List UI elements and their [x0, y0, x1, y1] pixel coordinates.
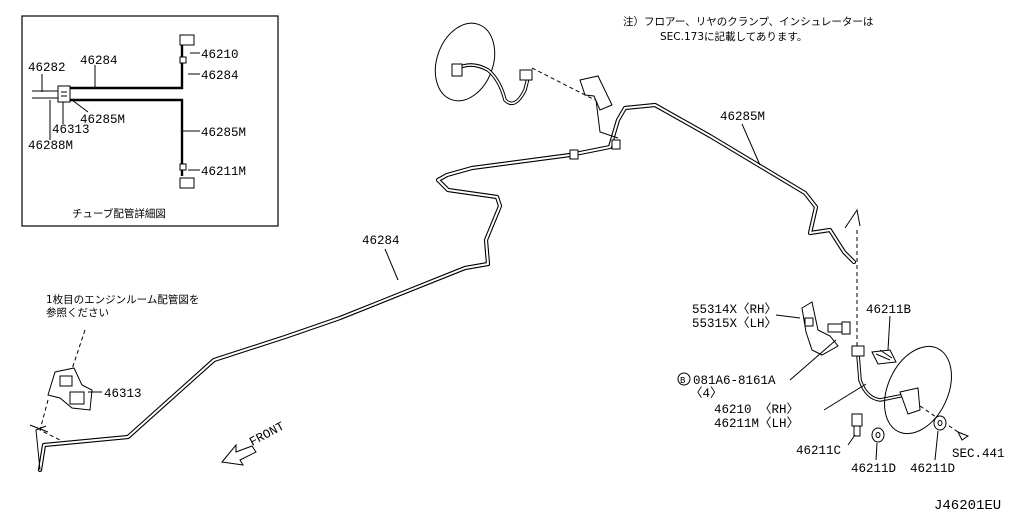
label-46211d-a: 46211D	[851, 462, 896, 476]
main-brake-tube	[29, 102, 861, 473]
rear-brake-assembly	[775, 301, 970, 461]
label-46211b: 46211B	[866, 303, 912, 317]
bolt-081a6	[827, 323, 843, 333]
label-sec441: SEC.441	[952, 447, 1005, 461]
connector-46313	[39, 329, 102, 441]
washer-46211d-b	[933, 415, 947, 431]
inset-hose-end-top	[179, 34, 195, 46]
front-direction-arrow: FRONT	[221, 419, 287, 466]
inset-label-46313: 46313	[52, 123, 90, 137]
inset-connector-46313	[57, 85, 71, 103]
bolt-mark-circle	[677, 372, 691, 386]
label-front: FRONT	[247, 419, 287, 449]
arrow-icon	[221, 443, 257, 466]
inset-label-46284-b: 46284	[201, 69, 239, 83]
inset-label-46288m: 46288M	[28, 139, 73, 153]
inset-leaders	[41, 52, 200, 171]
label-46211d-b: 46211D	[910, 462, 955, 476]
label-46211m: 46211M〈LH〉	[714, 416, 799, 431]
tube-clamps	[569, 139, 621, 160]
inset-label-46285m-b: 46285M	[201, 126, 246, 140]
front-hose-fitting	[519, 69, 533, 81]
inset-label-46282: 46282	[28, 61, 66, 75]
note-engine-room: 1枚目のエンジンルーム配管図を	[46, 293, 199, 306]
note-refer: 参照ください	[46, 306, 109, 319]
note-sec173: SEC.173に記載してあります。	[660, 30, 807, 43]
front-brake-disc	[434, 22, 496, 102]
inset-label-46210: 46210	[201, 48, 239, 62]
bolt-46211c	[851, 413, 863, 427]
label-46284: 46284	[362, 234, 400, 248]
label-bolt-mark: B	[680, 376, 686, 386]
washer-46211d-a	[871, 427, 885, 443]
front-brake-assembly	[434, 22, 619, 139]
label-55314x: 55314X〈RH〉	[692, 302, 777, 317]
diagram-code: J46201EU	[934, 498, 1001, 512]
note-floor-clamp: 注）フロアー、リヤのクランプ、インシュレーターは	[623, 15, 873, 28]
label-46285m: 46285M	[720, 110, 765, 124]
rear-brake-disc	[884, 345, 952, 435]
inset-hose-end-bottom	[179, 177, 195, 189]
inset-frame	[21, 15, 279, 227]
label-bolt-qty: 〈4〉	[690, 386, 723, 401]
sec441-arrow	[956, 431, 970, 441]
rear-bracket-55314x	[801, 301, 839, 356]
inset-caption: チューブ配管詳細図	[72, 207, 166, 220]
inset-tubes	[32, 34, 195, 189]
inset-label-46285m: 46285M	[80, 113, 125, 127]
label-46210: 46210 〈RH〉	[714, 402, 799, 417]
rear-hose-fitting	[851, 345, 865, 357]
label-55315x: 55315X〈LH〉	[692, 316, 777, 331]
label-46211c: 46211C	[796, 444, 841, 458]
inset-label-46284: 46284	[80, 54, 118, 68]
tube-detail-inset: 46282 46284 46210 46284 46285M 46285M 46…	[21, 15, 279, 227]
inset-label-46211m: 46211M	[201, 165, 246, 179]
front-bracket	[579, 75, 613, 111]
label-46313: 46313	[104, 387, 142, 401]
label-bolt-081a6: 081A6-8161A	[693, 374, 776, 388]
